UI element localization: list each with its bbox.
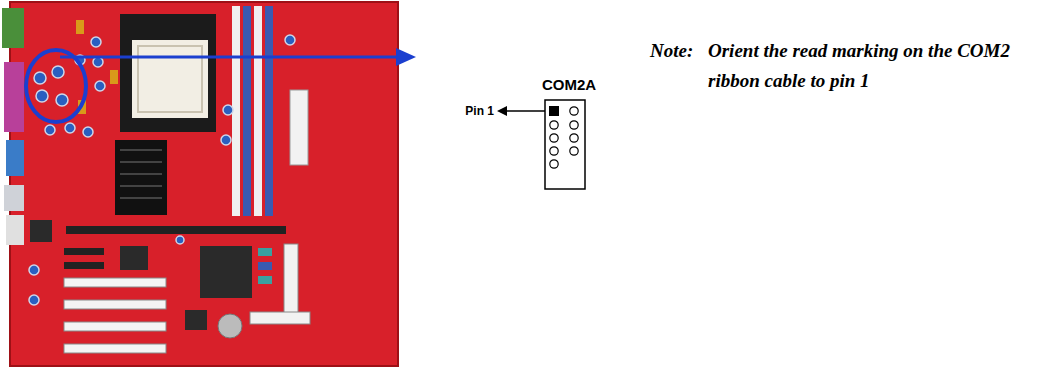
header-name: COM2A <box>542 76 596 94</box>
note-prefix: Note: <box>650 36 693 66</box>
pin-header <box>545 100 585 189</box>
pin-label: Pin 1 <box>465 103 494 119</box>
note-text: Orient the read marking on the COM2 ribb… <box>708 36 1043 96</box>
